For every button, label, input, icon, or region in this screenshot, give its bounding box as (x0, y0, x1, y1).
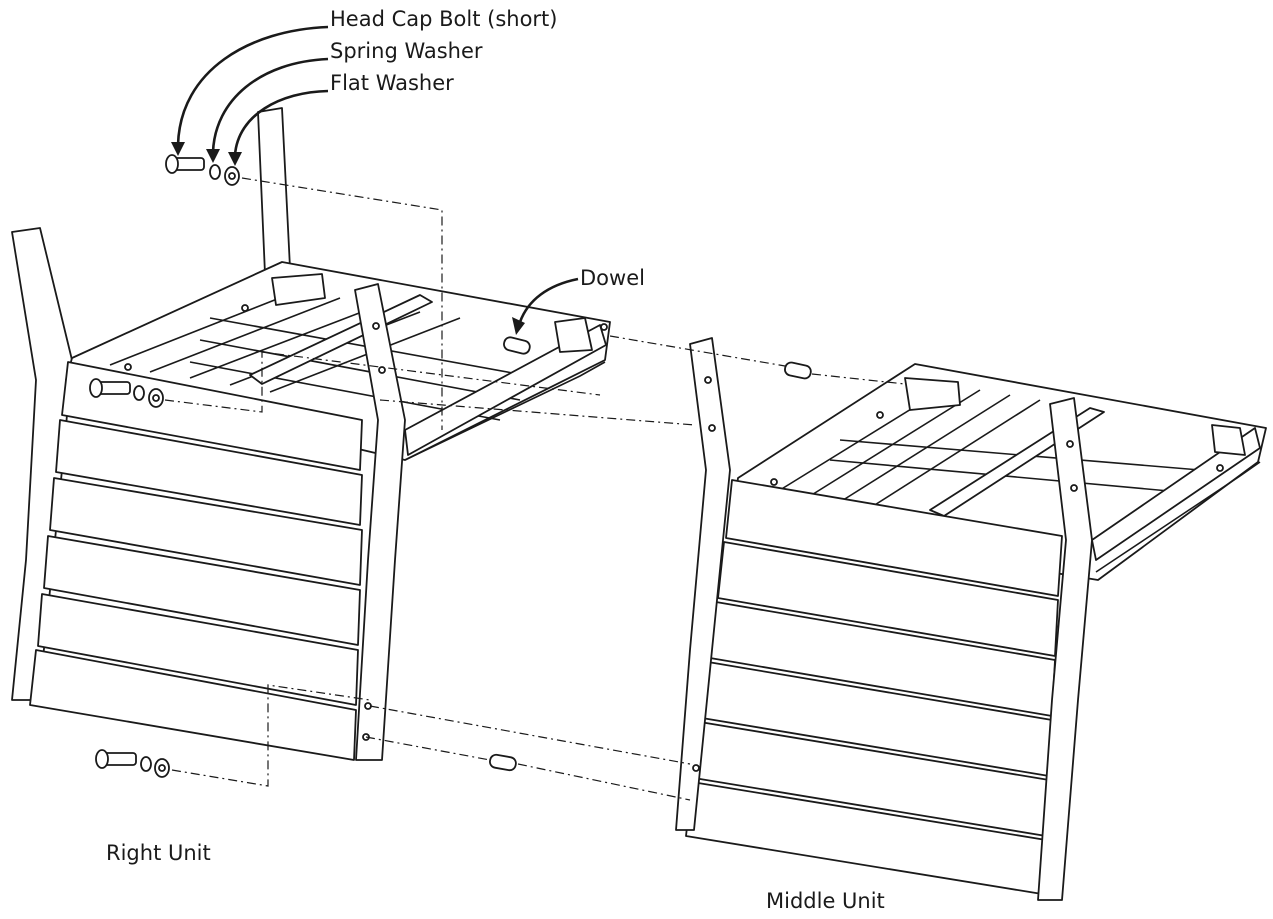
hardware-middle (89, 378, 164, 408)
dowel-part (784, 361, 812, 380)
middle-unit-corner-block (904, 377, 961, 411)
dowel-part (489, 753, 517, 772)
flat-washer-label: Flat Washer (330, 71, 454, 95)
head-cap-bolt-label: Head Cap Bolt (short) (330, 7, 558, 31)
middle-unit-label: Middle Unit (766, 889, 885, 913)
right-unit-label: Right Unit (106, 841, 211, 865)
middle-unit-top-rail (725, 479, 1063, 597)
flat-washer-callout-arrow (233, 89, 329, 156)
spring-washer-label: Spring Washer (330, 39, 483, 63)
right-unit-slat (49, 477, 363, 586)
dowel-label: Dowel (580, 266, 645, 290)
middle-unit-right-leg (1037, 397, 1093, 901)
spring-washer-callout-arrow (211, 57, 329, 153)
right-unit-front-rail (404, 324, 607, 456)
middle-unit-corner-block (1211, 424, 1246, 456)
middle-unit (675, 337, 1267, 901)
assembly-lines (164, 177, 906, 801)
callout-arrows (171, 25, 579, 335)
dowel-part (503, 336, 531, 355)
middle-unit-left-leg (675, 337, 731, 831)
right-unit-corner-block (271, 273, 326, 306)
right-unit-slat (37, 593, 359, 706)
spring-washer-part (209, 164, 221, 180)
dowel-callout-arrow (518, 277, 579, 323)
right-unit-slat (55, 419, 363, 526)
hardware-top (165, 154, 240, 186)
right-unit-rear-post (257, 107, 291, 275)
right-unit-slat (29, 649, 357, 761)
hardware-bottom (95, 749, 170, 778)
right-unit-right-leg (354, 283, 406, 761)
right-unit (11, 107, 611, 761)
middle-unit-front-rail (1091, 427, 1261, 561)
right-unit-slat (43, 535, 361, 646)
right-unit-corner-block (554, 317, 593, 353)
bolt-callout-arrow (176, 25, 329, 146)
